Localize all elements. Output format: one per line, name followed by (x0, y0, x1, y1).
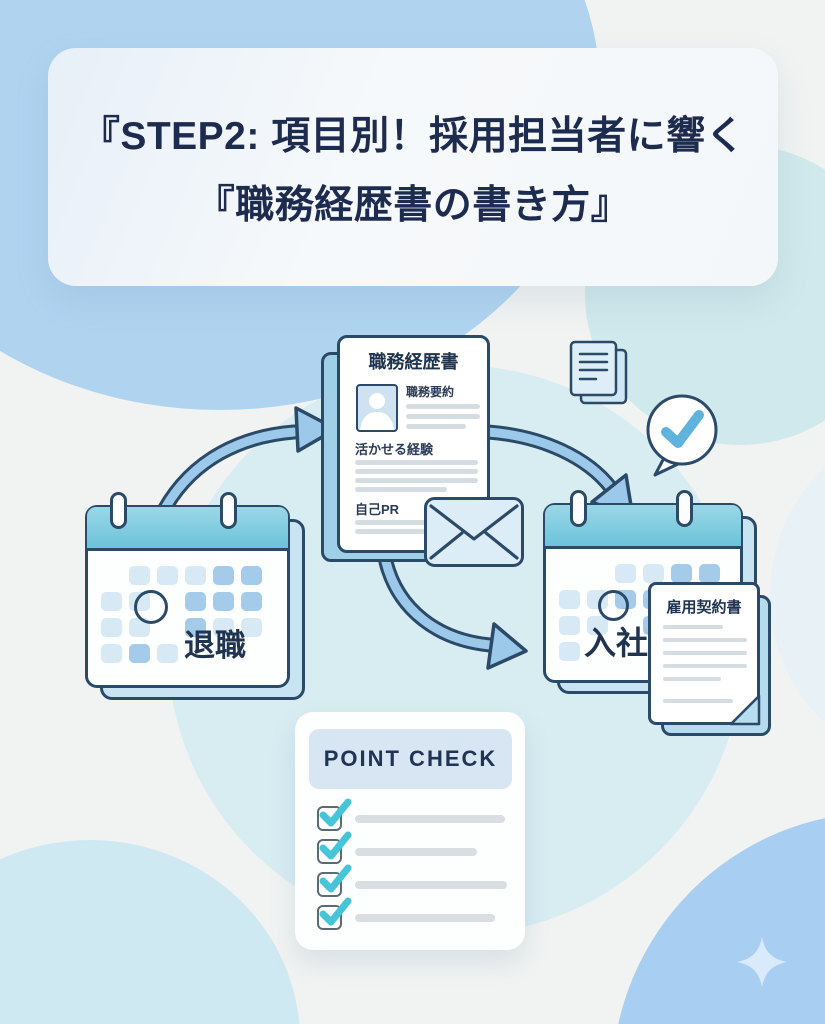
calendar-ring (110, 492, 127, 529)
calendar-ring (570, 490, 587, 527)
curved-arrow-icon-resign-to-resume (148, 388, 343, 518)
calendar-cell (241, 618, 262, 637)
text-line (355, 460, 478, 465)
calendar-cell (213, 566, 234, 585)
contract-document: 雇用契約書 (648, 582, 776, 740)
check-bubble-icon (642, 392, 722, 478)
date-circle (134, 590, 168, 624)
text-line (355, 487, 447, 492)
calendar-cell (559, 616, 580, 635)
envelope-icon (424, 497, 524, 567)
calendar-cell (101, 618, 122, 637)
resign-label: 退職 (184, 628, 246, 663)
title-card: 『STEP2: 項目別！採用担当者に響く 『職務経歴書の書き方』 (48, 48, 778, 286)
resume-section-summary: 職務要約 (406, 385, 455, 399)
text-line (355, 848, 477, 856)
documents-stack-icon (568, 340, 630, 406)
text-line (355, 520, 473, 525)
calendar-cell (559, 564, 580, 583)
calendar-cell (157, 566, 178, 585)
check-icon (318, 863, 354, 897)
resume-document: 職務経歴書 職務要約 活かせる経験 自己PR (318, 335, 498, 570)
resume-section-pr: 自己PR (355, 502, 400, 517)
text-line (406, 404, 480, 409)
title-line-2: 『職務経歴書の書き方』 (195, 184, 631, 227)
sparkle-icon (736, 936, 788, 988)
text-line (663, 625, 723, 629)
calendar-cell (101, 566, 122, 585)
date-circle (598, 590, 629, 621)
text-line (355, 469, 478, 474)
background-blob-right (770, 430, 825, 760)
calendar-cell (671, 564, 692, 583)
background-blob-bottom-left (0, 840, 300, 1024)
calendar-cell (157, 644, 178, 663)
calendar-front-sheet: 退職 (85, 492, 290, 688)
text-line (663, 651, 747, 655)
text-line (406, 424, 466, 429)
resign-calendar-icon: 退職 (85, 492, 305, 705)
text-line (663, 677, 721, 681)
folded-corner (729, 694, 761, 726)
document-front-sheet: 雇用契約書 (648, 582, 761, 726)
curved-arrow-icon-lower (368, 548, 548, 673)
contract-title: 雇用契約書 (666, 599, 742, 616)
text-line (355, 815, 505, 823)
calendar-cell (101, 644, 122, 663)
calendar-cell (587, 564, 608, 583)
text-line (406, 414, 480, 419)
calendar-cell (213, 618, 234, 637)
calendar-cell (615, 564, 636, 583)
check-icon (318, 896, 354, 930)
text-line (355, 478, 478, 483)
text-line (355, 529, 443, 534)
calendar-cell (101, 592, 122, 611)
check-icon (318, 830, 354, 864)
calendar-cell (241, 566, 262, 585)
resume-section-experience: 活かせる経験 (355, 442, 434, 457)
text-line (355, 914, 495, 922)
calendar-ring (676, 490, 693, 527)
calendar-cell (587, 616, 608, 635)
calendar-cell (241, 592, 262, 611)
calendar-cell (213, 592, 234, 611)
text-line (355, 881, 507, 889)
calendar-cell (185, 566, 206, 585)
text-line (663, 699, 733, 703)
resume-title: 職務経歴書 (368, 352, 459, 372)
calendar-cell (643, 564, 664, 583)
text-line (663, 638, 747, 642)
calendar-cell (185, 618, 206, 637)
calendar-ring (220, 492, 237, 529)
point-check-header: POINT CHECK (309, 729, 512, 789)
calendar-cell (699, 564, 720, 583)
join-label: 入社 (584, 625, 649, 661)
check-icon (318, 797, 354, 831)
point-check-card: POINT CHECK (295, 712, 525, 950)
curved-arrow-icon-resume-to-join (478, 418, 648, 533)
text-line (663, 664, 747, 668)
calendar-cell (559, 642, 580, 661)
title-line-1: 『STEP2: 項目別！採用担当者に響く (80, 115, 746, 159)
calendar-cell (129, 644, 150, 663)
calendar-cell (559, 590, 580, 609)
profile-photo-icon (356, 384, 398, 432)
calendar-cell (129, 566, 150, 585)
point-check-title: POINT CHECK (323, 746, 498, 771)
calendar-cell (185, 592, 206, 611)
